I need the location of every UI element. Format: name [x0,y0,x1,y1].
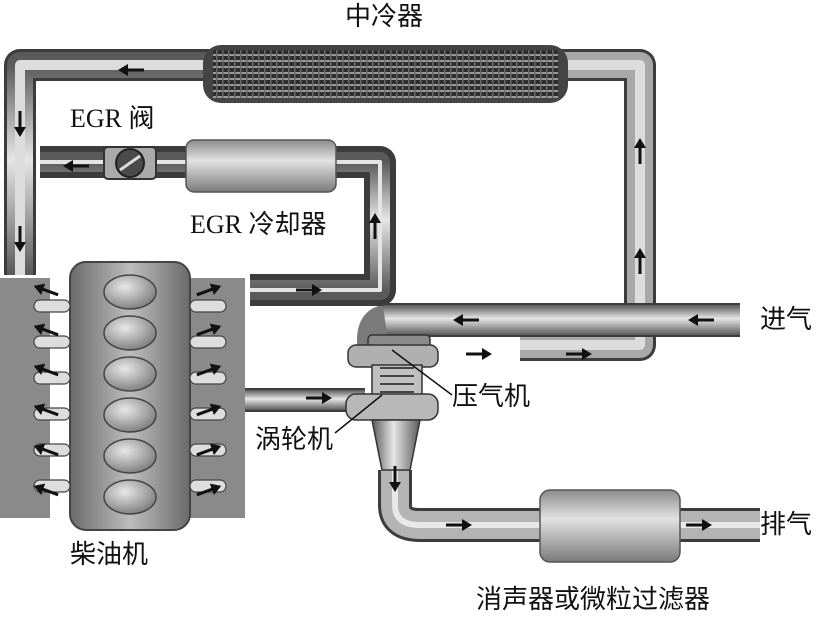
flow-arrow-icon [196,283,222,297]
exhaust-pipe [378,470,760,542]
flow-arrow-icon [688,314,714,326]
compressor-leader [391,349,453,396]
flow-arrow-icon [453,314,479,326]
egr-valve-label: EGR 阀 [70,104,155,133]
intake-label: 进气 [760,305,813,335]
egr-valve [103,146,157,180]
compressor-label: 压气机 [452,382,531,412]
muffler [539,489,681,563]
flow-arrows [14,64,714,531]
turbine-label: 涡轮机 [255,425,334,455]
engine-cylinders [103,274,157,515]
muffler-label: 消声器或微粒过滤器 [476,585,711,615]
flow-arrow-icon [33,323,59,337]
flow-arrow-icon [466,348,492,360]
diesel-engine [0,261,245,531]
exhaust-port [189,335,227,349]
intake-port [33,299,71,313]
exhaust-port [189,299,227,313]
egr-cooler-label: EGR 冷却器 [190,210,327,239]
flow-arrow-icon [33,403,59,417]
flow-arrow-icon [634,138,646,164]
egr-cooler [185,139,337,193]
flow-arrow-icon [63,160,89,172]
intake-port [33,335,71,349]
flow-arrow-icon [196,403,222,417]
turbine-leader [334,394,383,434]
exhaust-port [189,371,227,385]
engine-label: 柴油机 [70,540,149,570]
flow-arrow-icon [33,283,59,297]
flow-arrow-icon [296,284,322,296]
cylinder [103,315,157,351]
flow-arrow-icon [389,466,401,492]
flow-arrow-icon [33,363,59,377]
charge-air-pipe [4,49,656,361]
flow-arrow-icon [446,519,472,531]
intercooler-label: 中冷器 [345,2,424,32]
turbocharger [345,334,439,471]
flow-arrow-icon [634,248,646,274]
cylinder [103,356,157,392]
exhaust-label: 排气 [760,510,813,540]
intercooler [203,45,568,103]
flow-arrow-icon [686,519,712,531]
flow-arrow-icon [14,226,26,252]
flow-arrow-icon [196,443,222,457]
cylinder [103,274,157,310]
flow-arrow-icon [369,213,381,239]
cylinder [103,438,157,474]
flow-arrow-icon [14,111,26,137]
flow-arrow-icon [196,483,222,497]
flow-arrow-icon [566,348,592,360]
flow-arrow-icon [306,392,332,404]
flow-arrow-icon [196,323,222,337]
cylinder [103,397,157,433]
flow-arrow-icon [118,64,144,76]
cylinder [103,479,157,515]
flow-arrow-icon [33,483,59,497]
flow-arrow-icon [196,363,222,377]
exhaust-manifold-pipe [245,388,365,412]
flow-arrow-icon [33,443,59,457]
